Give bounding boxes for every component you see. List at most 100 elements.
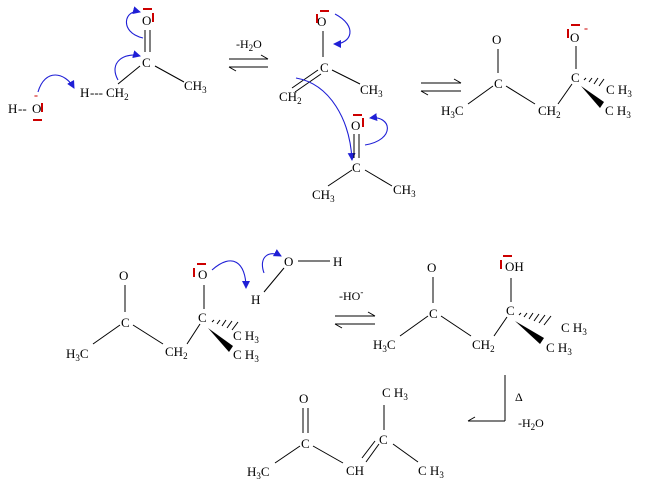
- adduct1-c1: C: [494, 76, 503, 91]
- aldol-ch3-upper: C H3: [561, 320, 587, 337]
- adduct1-charge: -: [584, 21, 588, 35]
- acetone2-ch3-right: CH3: [393, 182, 416, 199]
- product-ch3-lower: C H3: [418, 463, 444, 480]
- enolate-ion: O C CH3 CH2: [279, 10, 383, 106]
- acetone2-c: C: [352, 160, 361, 175]
- bond-line: [294, 73, 322, 93]
- adduct1-ch2: CH2: [538, 103, 561, 120]
- wedge-bond: [515, 321, 544, 344]
- adduct2-ch2: CH2: [165, 344, 188, 361]
- bond-line: [505, 85, 536, 105]
- adduct1-ch3-lower: C H3: [605, 103, 631, 120]
- enolate-c: C: [320, 60, 329, 75]
- bond-line: [392, 443, 419, 463]
- curly-arrow: [364, 113, 388, 146]
- adduct1-c2: C: [571, 70, 580, 85]
- arrow-label: -H2O: [236, 37, 262, 53]
- acetone-ch3: CH3: [184, 78, 207, 95]
- acetone-dash: ---: [90, 85, 103, 100]
- bond-line: [364, 169, 393, 187]
- equilibrium-arrow-addition: [420, 78, 462, 96]
- equilibrium-arrow-protonation: -HO-: [334, 287, 376, 329]
- adduct2-ch3-upper: C H3: [233, 328, 259, 345]
- acetone-molecule: O C CH3 H --- CH2: [80, 8, 207, 102]
- bond-line: [331, 69, 361, 85]
- hydroxide-charge: -: [34, 88, 38, 102]
- bond-line: [327, 169, 353, 187]
- bond-line: [365, 443, 380, 463]
- curly-arrow: [114, 50, 141, 81]
- water-h-right: H: [333, 254, 342, 269]
- product-h3c: H3C: [247, 464, 270, 481]
- adduct2-ch3-lower: C H3: [233, 347, 259, 364]
- curly-arrow: [125, 6, 144, 39]
- bond-line: [263, 267, 285, 293]
- alkoxide-adduct-top: O C H3C CH2 C O - C H3 C H3: [441, 21, 632, 120]
- alkoxide-adduct-bottom: O C H3C CH2 C O C H3 C H3: [66, 263, 259, 364]
- acetone2-o: O: [351, 118, 360, 133]
- aldol-h3c: H3C: [373, 337, 396, 354]
- aldol-c2: C: [506, 303, 515, 318]
- bond-line: [440, 315, 472, 337]
- bond-line: [291, 69, 319, 89]
- bond-line: [557, 83, 573, 105]
- bond-line: [312, 445, 344, 464]
- adduct2-c2: C: [198, 310, 207, 325]
- dehydration-arrow: Δ -H2O: [467, 375, 544, 432]
- water-o: O: [284, 254, 293, 269]
- hydroxide-ion: H -- O -: [8, 88, 43, 121]
- bond-line: [274, 445, 301, 464]
- acetone-o: O: [142, 13, 151, 28]
- adduct2-c1: C: [121, 315, 130, 330]
- acetone-electrophile: O C CH3 CH3: [312, 114, 416, 204]
- bond-line: [117, 65, 141, 85]
- bond-line: [154, 65, 185, 83]
- acetone-h: H: [80, 85, 89, 100]
- acetone-ch2: CH2: [106, 85, 129, 102]
- product-o: O: [299, 391, 308, 406]
- heat-symbol: Δ: [515, 390, 523, 404]
- product-c1: C: [301, 436, 310, 451]
- arrow-label: -H2O: [518, 416, 544, 432]
- water-h-left: H: [251, 292, 260, 307]
- enolate-ch2: CH2: [279, 89, 302, 106]
- product-ch: CH: [346, 463, 364, 478]
- water-molecule: O H H: [251, 254, 342, 307]
- curly-arrow: [295, 77, 356, 161]
- adduct1-alkoxide-o: O: [570, 30, 579, 45]
- wedge-bond: [581, 86, 604, 108]
- aldol-ch3-lower: C H3: [546, 340, 572, 357]
- equilibrium-arrow-dehydration: -H2O: [228, 37, 269, 72]
- bond-line: [361, 440, 376, 459]
- aldol-c1: C: [429, 306, 438, 321]
- bond-line: [399, 315, 429, 337]
- bond-line: [132, 324, 164, 345]
- hydroxide-dash: --: [18, 101, 27, 116]
- bond-line: [493, 316, 508, 337]
- enone-product: O C H3C CH C C H3 C H3: [247, 385, 444, 481]
- acetone2-ch3-left: CH3: [312, 187, 335, 204]
- adduct1-h3c: H3C: [441, 103, 464, 120]
- bond-line: [92, 324, 121, 345]
- bond-line: [467, 85, 494, 105]
- product-ch3-upper: C H3: [382, 385, 408, 402]
- adduct1-ch3-upper: C H3: [606, 82, 632, 99]
- adduct1-ketone-o: O: [492, 32, 501, 47]
- arrow-label: -HO-: [339, 287, 363, 303]
- adduct2-h3c: H3C: [66, 346, 89, 363]
- enolate-ch3: CH3: [360, 82, 383, 99]
- wedge-bond: [208, 328, 233, 352]
- acetone-c: C: [142, 55, 151, 70]
- curly-arrow: [211, 260, 250, 289]
- curly-arrow: [37, 74, 75, 93]
- enolate-o: O: [317, 14, 326, 29]
- curly-arrow: [333, 13, 351, 48]
- hydroxide-h: H: [8, 101, 17, 116]
- aldol-product: O C H3C CH2 C OH C H3 C H3: [373, 255, 587, 357]
- aldol-hydroxyl: OH: [505, 259, 524, 274]
- adduct2-alkoxide-o: O: [198, 267, 207, 282]
- adduct2-ketone-o: O: [119, 268, 128, 283]
- hydroxide-o: O: [32, 101, 41, 116]
- product-c2: C: [379, 432, 388, 447]
